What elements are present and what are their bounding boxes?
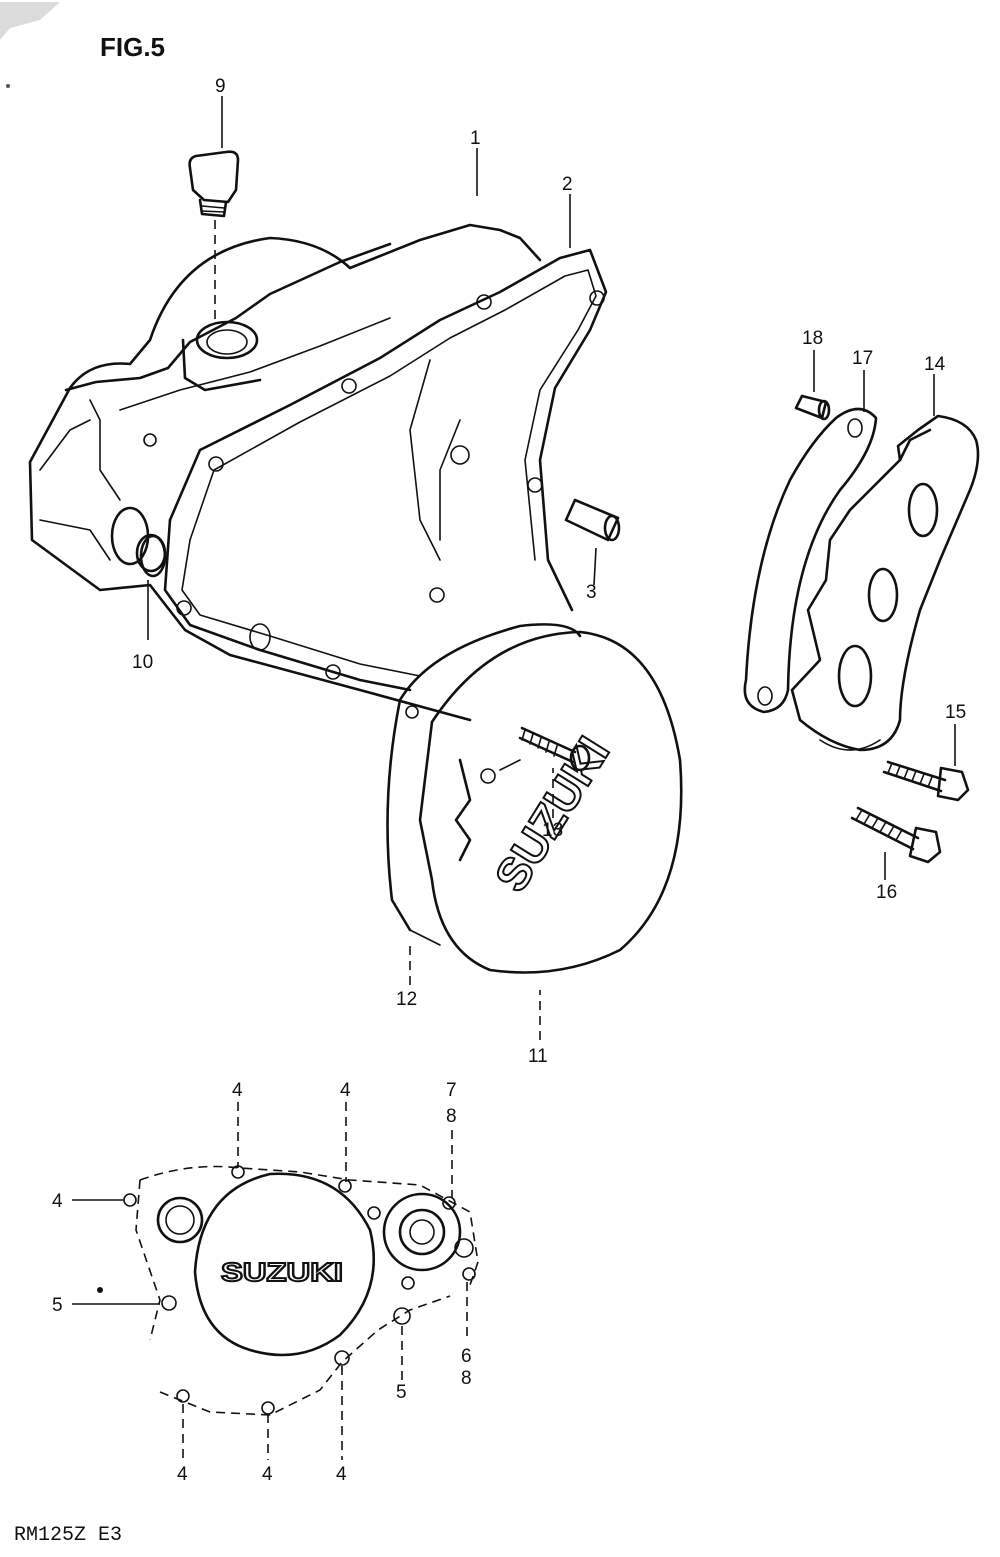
- part-13-screw: [518, 726, 591, 772]
- part-15-bolt: [882, 760, 970, 802]
- scan-noise: [0, 2, 103, 1293]
- part-3-dowel-pin: [564, 498, 621, 542]
- part-16-bolt: [850, 806, 942, 864]
- part-17-bracket-arm: [743, 407, 878, 714]
- callout-18: 18: [802, 328, 823, 349]
- callout-9: 9: [215, 76, 226, 97]
- model-code: RM125Z E3: [14, 1524, 122, 1547]
- part-2-gasket: [163, 248, 608, 692]
- part-18-collar: [794, 394, 831, 421]
- leader-lines: [72, 96, 956, 1460]
- callout-5-bottom: 5: [396, 1382, 407, 1403]
- callout-8-bottom: 8: [461, 1368, 472, 1389]
- part-11-clutch-cover: [418, 630, 683, 974]
- callout-13: 13: [542, 820, 563, 841]
- callout-1: 1: [470, 128, 481, 149]
- callouts: 1 2 3 9 10 11 12 13 14 15 16 17 18 4 4 4…: [52, 76, 966, 1485]
- callout-2: 2: [562, 174, 573, 195]
- callout-4-top-right: 4: [340, 1080, 351, 1101]
- callout-6: 6: [461, 1346, 472, 1367]
- callout-14: 14: [924, 354, 946, 375]
- callout-4-bottom-1: 4: [177, 1464, 188, 1485]
- callout-11: 11: [528, 1046, 548, 1067]
- assembled-cover-view: [123, 1165, 479, 1416]
- figure-title: FIG.5: [100, 32, 165, 62]
- part-9-oil-cap: [188, 150, 240, 320]
- part-1-crankcase-cover: [28, 223, 542, 722]
- callout-8-top: 8: [446, 1106, 457, 1127]
- part-12-cover-gasket: [386, 623, 582, 946]
- callout-5-left: 5: [52, 1295, 63, 1316]
- part-10-o-ring: [135, 533, 167, 573]
- callout-3: 3: [586, 582, 597, 603]
- part-14-guide-plate: [790, 414, 980, 752]
- callout-7: 7: [446, 1080, 457, 1101]
- callout-4-bottom-3: 4: [336, 1464, 347, 1485]
- assembled-cover-logo: SUZUKI: [221, 1257, 343, 1287]
- callout-15: 15: [945, 702, 966, 723]
- callout-16: 16: [876, 882, 897, 903]
- callout-4-left: 4: [52, 1191, 63, 1212]
- callout-12: 12: [396, 989, 417, 1010]
- callout-4-top-left: 4: [232, 1080, 243, 1101]
- callout-10: 10: [132, 652, 153, 673]
- callout-17: 17: [852, 348, 873, 369]
- callout-4-bottom-2: 4: [262, 1464, 273, 1485]
